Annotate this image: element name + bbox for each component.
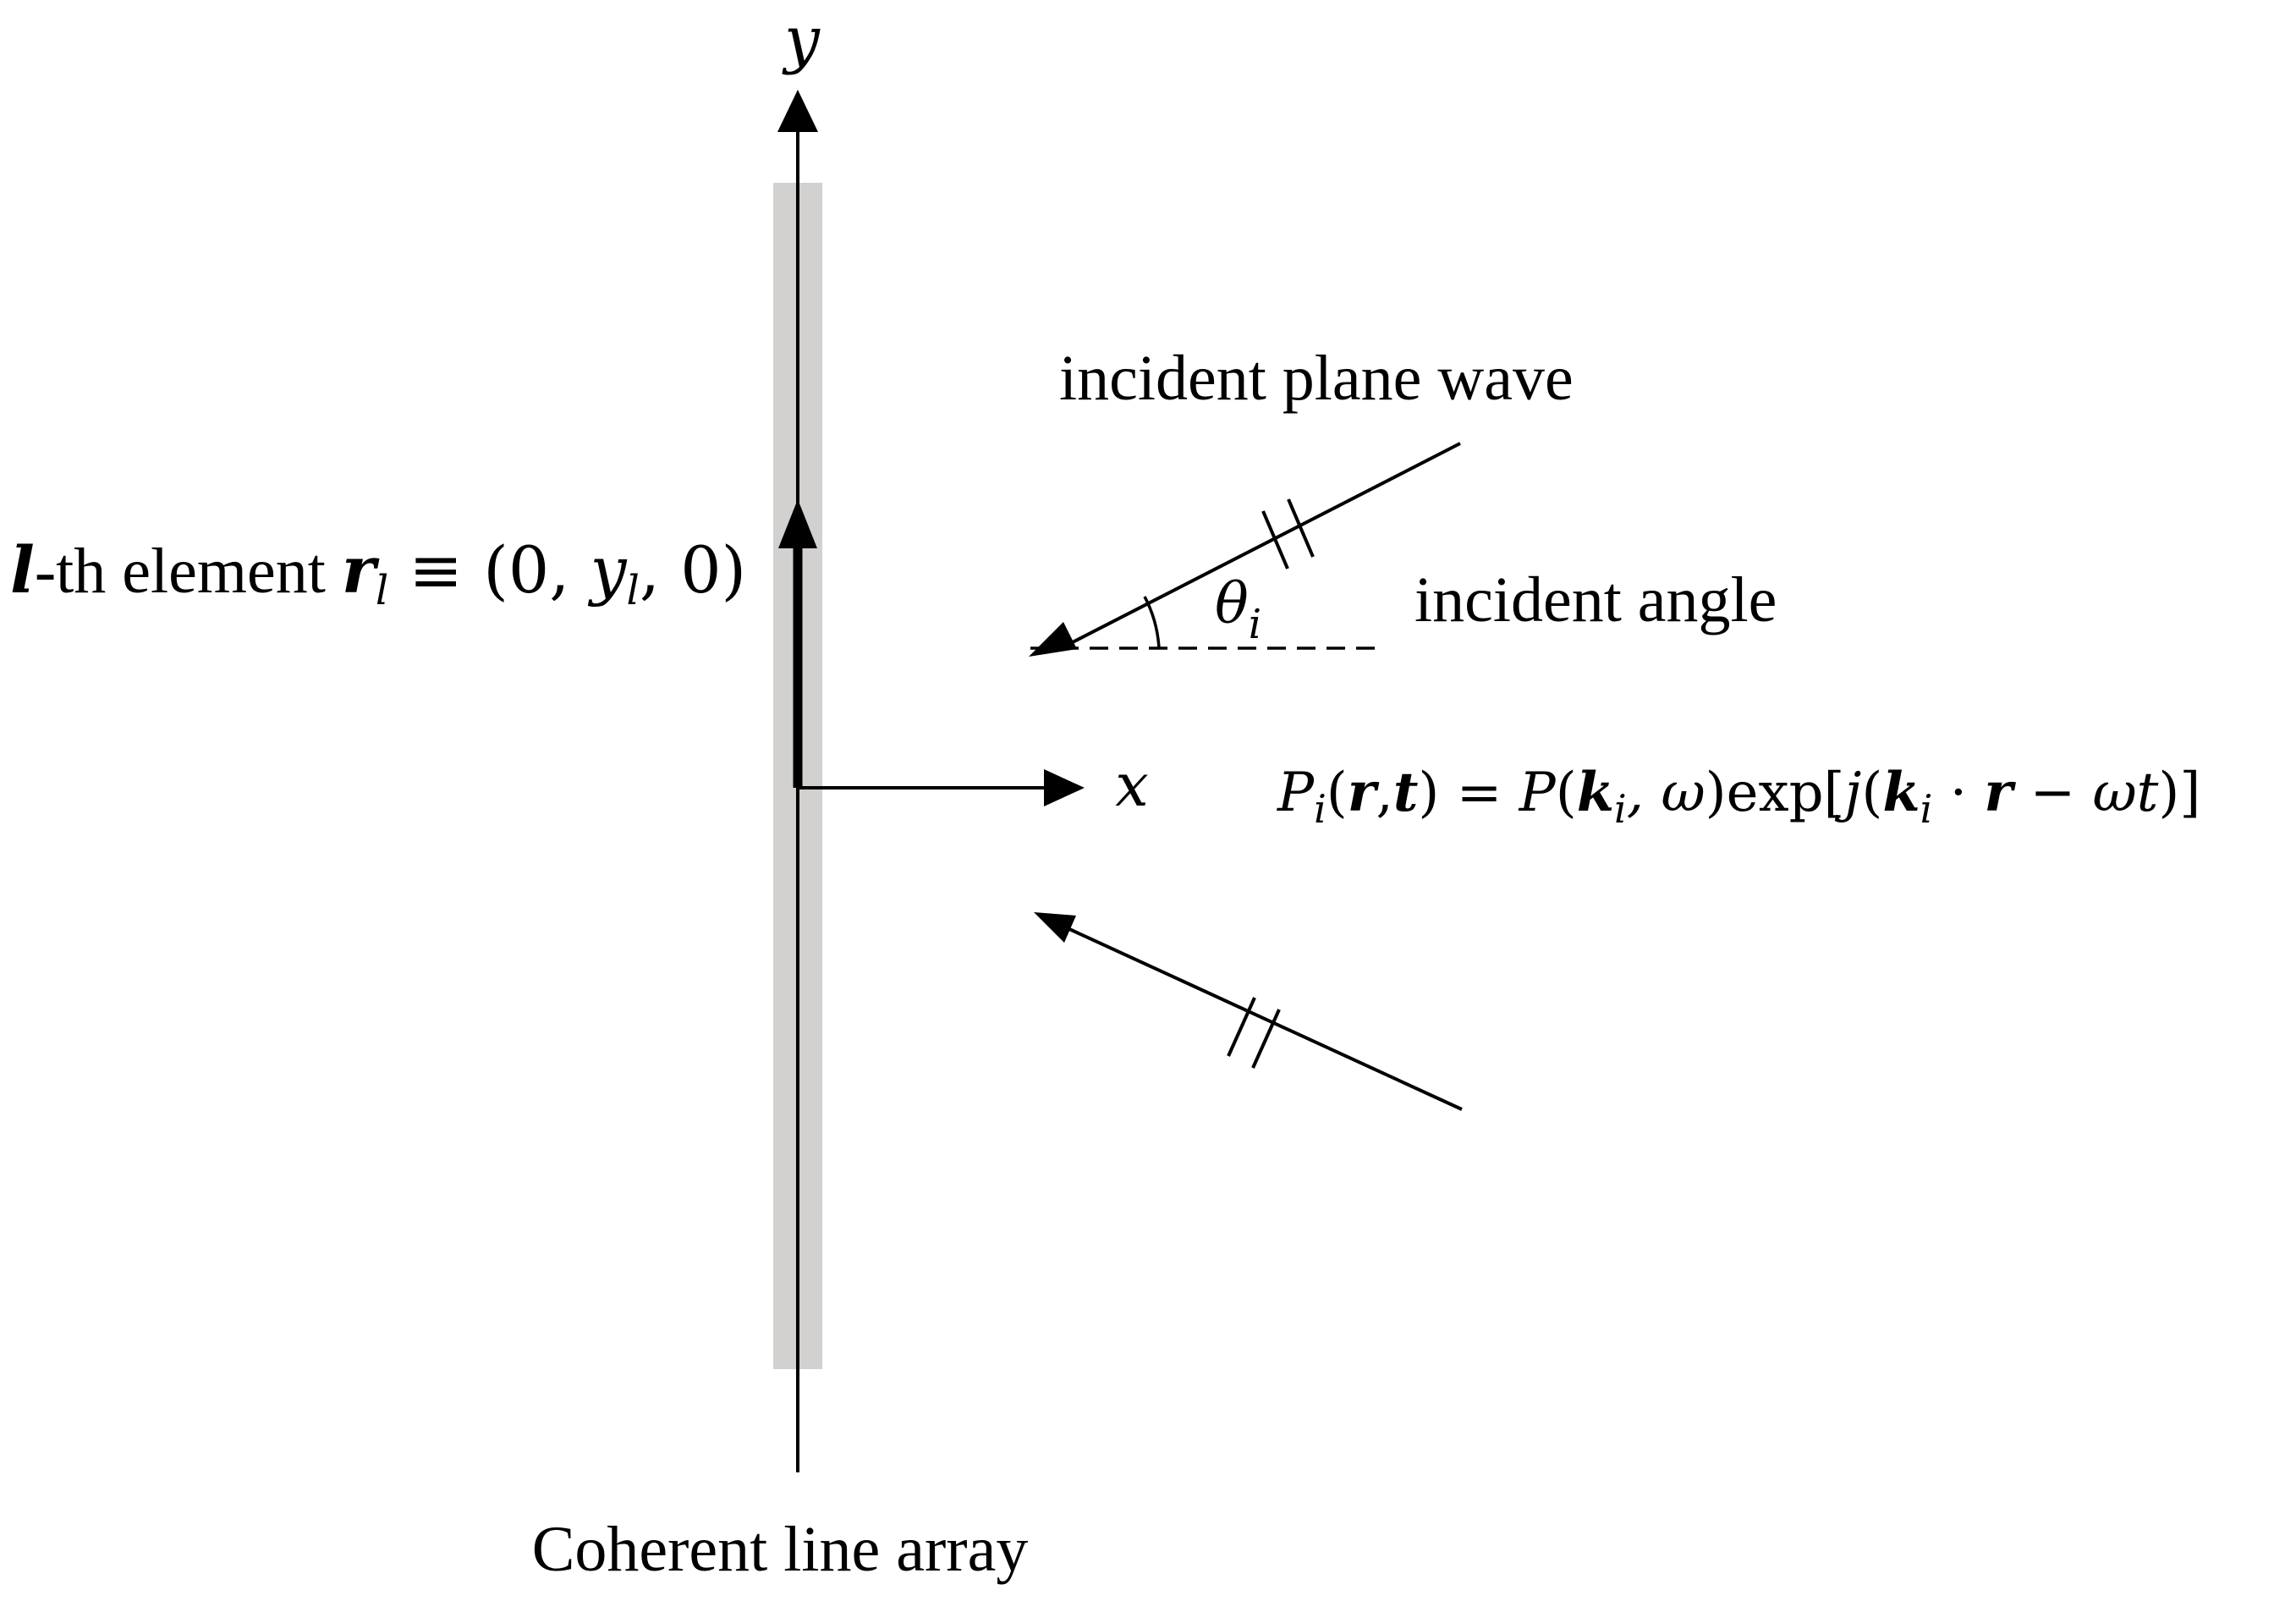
x-axis-label: x <box>1115 751 1148 820</box>
theta-subscript: i <box>1249 601 1261 648</box>
y-axis-label: y <box>782 3 821 76</box>
r-subscript: l <box>376 567 388 614</box>
eq-open2: ( <box>1556 762 1577 824</box>
theta-label: θi <box>1215 571 1261 648</box>
upper-ray-arrowhead <box>1029 622 1077 657</box>
eq-k: k <box>1577 761 1614 824</box>
equiv-text: ≡ (0, <box>388 532 590 608</box>
element-label-tail: , 0) <box>640 532 746 608</box>
eq-comma-omega: , ω <box>1627 762 1706 824</box>
y-subscript: l <box>627 567 640 614</box>
th-element-text: -th element <box>35 536 342 607</box>
eq-t2: t <box>2137 762 2159 824</box>
eq-open3: ( <box>1861 762 1882 824</box>
incident-wave-label: incident plane wave <box>1059 343 1574 414</box>
eq-exp: )exp[ <box>1706 762 1845 824</box>
element-vector-arrowhead <box>778 499 817 548</box>
lower-ray-tick-1 <box>1227 997 1256 1057</box>
eq-P2: P <box>1519 762 1557 824</box>
eq-open: ( <box>1327 762 1348 824</box>
plane-wave-equation: Pi(r,t) = P(ki, ω)exp[j(ki · r − ωt)] <box>1277 761 2200 832</box>
lower-ray-arrowhead <box>1034 912 1076 943</box>
eq-minus-omega: − ω <box>2013 762 2137 824</box>
incident-angle-arc <box>1143 596 1161 649</box>
element-label: l-th element rl ≡ (0, yl, 0) <box>10 532 746 614</box>
upper-ray-tick-2 <box>1287 498 1315 558</box>
eq-k-sub: i <box>1614 786 1627 832</box>
upper-ray-tick-1 <box>1261 510 1289 569</box>
theta-symbol: θ <box>1215 571 1249 636</box>
eq-k2-sub: i <box>1920 786 1933 832</box>
y-symbol: y <box>588 532 628 608</box>
eq-P: P <box>1277 762 1315 824</box>
eq-t: t <box>1393 761 1419 824</box>
l-symbol: l <box>10 532 35 608</box>
y-axis-arrowhead <box>777 90 818 132</box>
eq-close-eq: ) = <box>1418 762 1519 824</box>
lower-incident-ray <box>1067 927 1463 1111</box>
eq-r2: r <box>1984 761 2016 824</box>
eq-end: )] <box>2158 762 2200 824</box>
array-caption: Coherent line array <box>532 1514 1029 1585</box>
eq-dot: · <box>1932 762 1984 824</box>
eq-k2: k <box>1882 761 1920 824</box>
eq-P-sub: i <box>1314 786 1327 832</box>
eq-comma: , <box>1376 762 1392 824</box>
x-axis-arrowhead <box>1044 769 1085 806</box>
incident-angle-label: incident angle <box>1414 564 1777 635</box>
lower-ray-tick-2 <box>1251 1009 1281 1069</box>
upper-incident-ray <box>1067 442 1461 646</box>
eq-r: r <box>1348 761 1380 824</box>
r-vector-symbol: r <box>342 532 380 608</box>
